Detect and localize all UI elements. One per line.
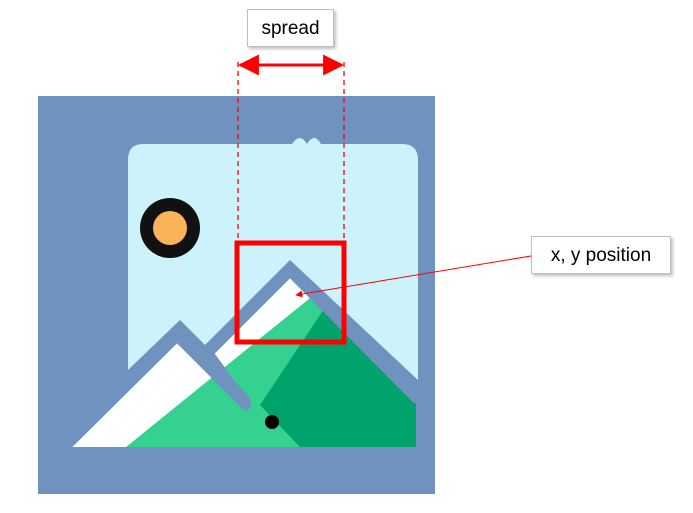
spread-label: spread bbox=[247, 9, 334, 47]
sun-core bbox=[153, 211, 187, 245]
position-pointer bbox=[295, 255, 532, 298]
position-box bbox=[234, 240, 347, 345]
position-label: x, y position bbox=[531, 236, 671, 274]
mountain-notch bbox=[177, 325, 251, 405]
sky-panel bbox=[128, 138, 418, 380]
dot-marker bbox=[265, 415, 279, 429]
landscape-picture-icon bbox=[38, 96, 435, 494]
frame-right-edge bbox=[418, 150, 435, 450]
frame-bottom-edge bbox=[60, 447, 435, 494]
